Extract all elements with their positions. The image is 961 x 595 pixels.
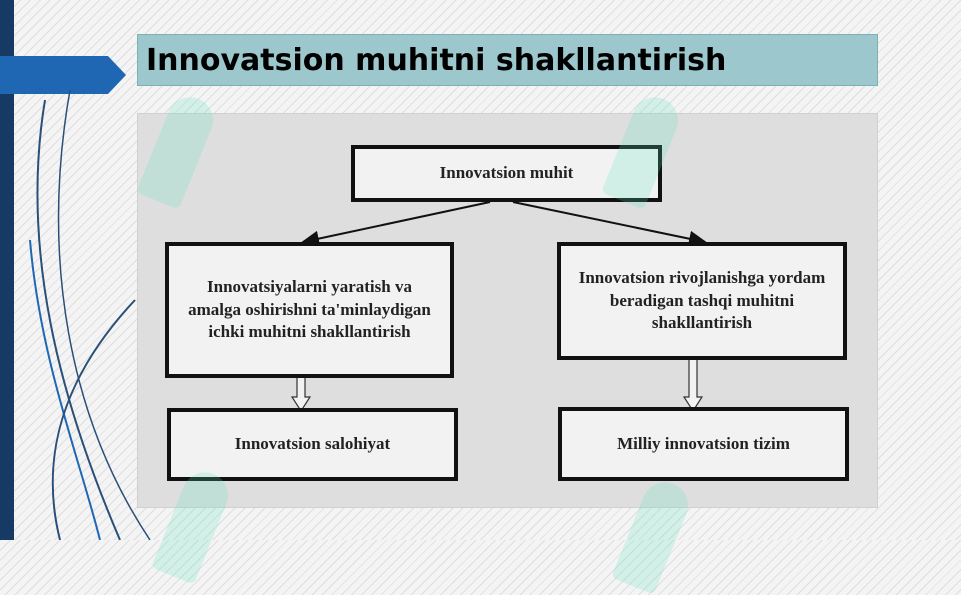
slide-title-bar: Innovatsion muhitni shakllantirish xyxy=(137,34,878,86)
left-accent-bar xyxy=(0,0,14,540)
node-ichki-muhit: Innovatsiyalarni yaratish va amalga oshi… xyxy=(165,242,454,378)
node-tashqi-muhit: Innovatsion rivojlanishga yordam beradig… xyxy=(557,242,847,360)
edge-root-right xyxy=(512,201,707,247)
title-arrow-marker xyxy=(0,56,126,94)
edge-right-result xyxy=(682,360,704,413)
node-milliy-innovatsion-tizim: Milliy innovatsion tizim xyxy=(558,407,849,481)
edge-root-left xyxy=(301,201,491,247)
diagram-panel: Innovatsion muhit Innovatsiyalarni yarat… xyxy=(137,113,878,508)
node-label: Innovatsion muhit xyxy=(439,163,574,183)
slide-title: Innovatsion muhitni shakllantirish xyxy=(146,42,727,78)
node-label: Innovatsion salohiyat xyxy=(234,434,391,454)
node-innovatsion-salohiyat: Innovatsion salohiyat xyxy=(167,408,458,481)
node-innovatsion-muhit: Innovatsion muhit xyxy=(351,145,662,202)
node-label: Innovatsiyalarni yaratish va amalga oshi… xyxy=(188,276,431,342)
node-label: Innovatsion rivojlanishga yordam beradig… xyxy=(578,267,826,333)
decorative-curves xyxy=(29,89,151,540)
edge-left-result xyxy=(290,378,312,413)
node-label: Milliy innovatsion tizim xyxy=(617,433,790,453)
